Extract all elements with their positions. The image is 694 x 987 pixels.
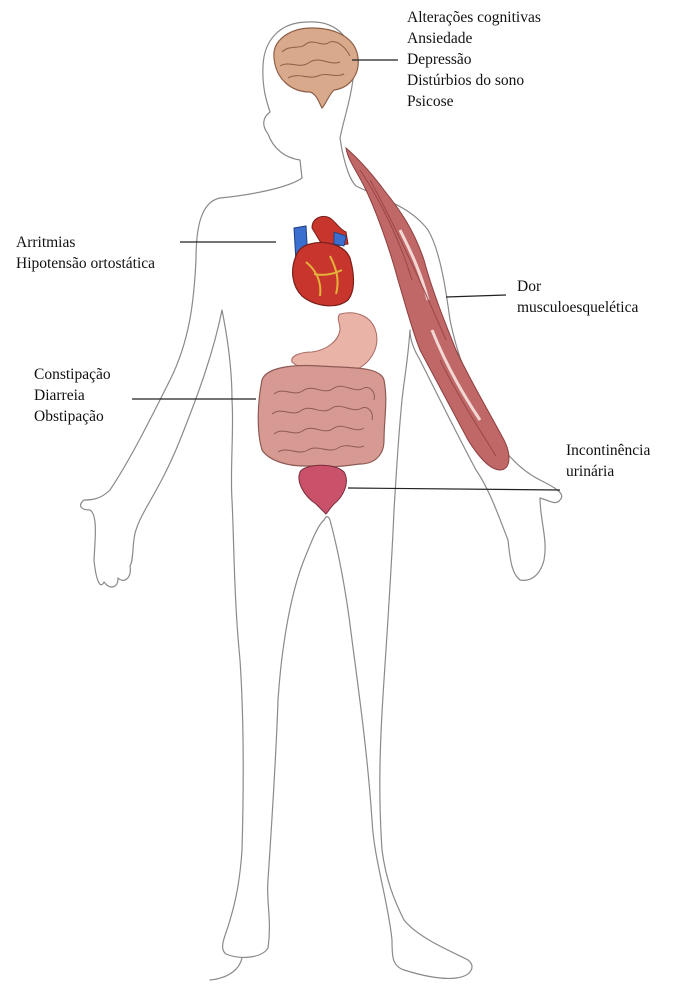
bladder-shape [299, 465, 346, 514]
stomach-shape [292, 313, 377, 374]
brain-symptom-2: Ansiedade [407, 28, 541, 49]
left-torso-outline [81, 178, 324, 957]
gut-symptom-3: Obstipação [34, 406, 111, 427]
muscle-symptom-1: Dor [517, 276, 638, 297]
large-intestine [258, 366, 386, 467]
gut-symptom-1: Constipação [34, 364, 111, 385]
bladder-symptom-2: urinária [566, 461, 650, 482]
heart-symptoms-label: Arritmias Hipotensão ortostática [16, 232, 155, 274]
brain-symptom-4: Distúrbios do sono [407, 70, 541, 91]
brain-symptoms-label: Alterações cognitivas Ansiedade Depressã… [407, 7, 541, 112]
brain-symptom-3: Depressão [407, 49, 541, 70]
muscle-symptom-2: musculoesquelética [517, 297, 638, 318]
stomach [292, 313, 377, 374]
bladder-symptoms-label: Incontinência urinária [566, 440, 650, 482]
intestines [258, 366, 386, 467]
muscle-symptoms-label: Dor musculoesquelética [517, 276, 638, 318]
leader-line-bladder [348, 488, 560, 490]
heart [293, 216, 354, 305]
brain-shape [274, 28, 358, 108]
heart-symptom-1: Arritmias [16, 232, 155, 253]
gut-symptom-2: Diarreia [34, 385, 111, 406]
heart-symptom-2: Hipotensão ortostática [16, 253, 155, 274]
leader-line-muscle [446, 295, 506, 297]
bladder-symptom-1: Incontinência [566, 440, 650, 461]
brain [274, 28, 358, 108]
left-leg-inner [210, 958, 242, 980]
bladder [299, 465, 346, 514]
brain-symptom-5: Psicose [407, 91, 541, 112]
gut-symptoms-label: Constipação Diarreia Obstipação [34, 364, 111, 427]
brain-symptom-1: Alterações cognitivas [407, 7, 541, 28]
